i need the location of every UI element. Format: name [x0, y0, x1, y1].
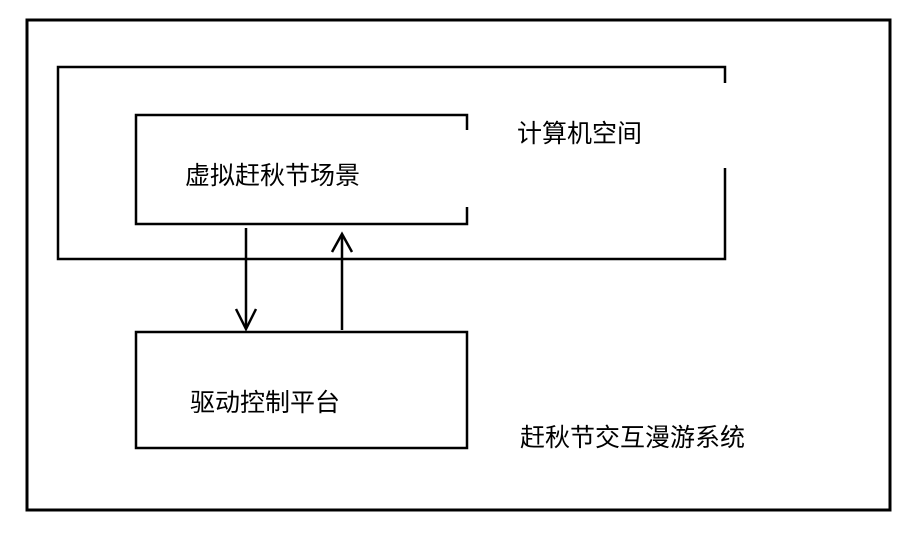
system-label: 赶秋节交互漫游系统	[520, 423, 746, 452]
driver-platform-label: 驱动控制平台	[190, 388, 341, 417]
computer-space-box	[56, 65, 727, 261]
driver-platform-box	[134, 330, 469, 450]
virtual-scene-box	[134, 113, 469, 226]
virtual-scene-label: 虚拟赶秋节场景	[185, 161, 361, 190]
computer-space-label: 计算机空间	[517, 119, 643, 148]
system-box	[25, 18, 892, 512]
down-arrow	[234, 228, 258, 332]
up-arrow	[330, 231, 354, 330]
